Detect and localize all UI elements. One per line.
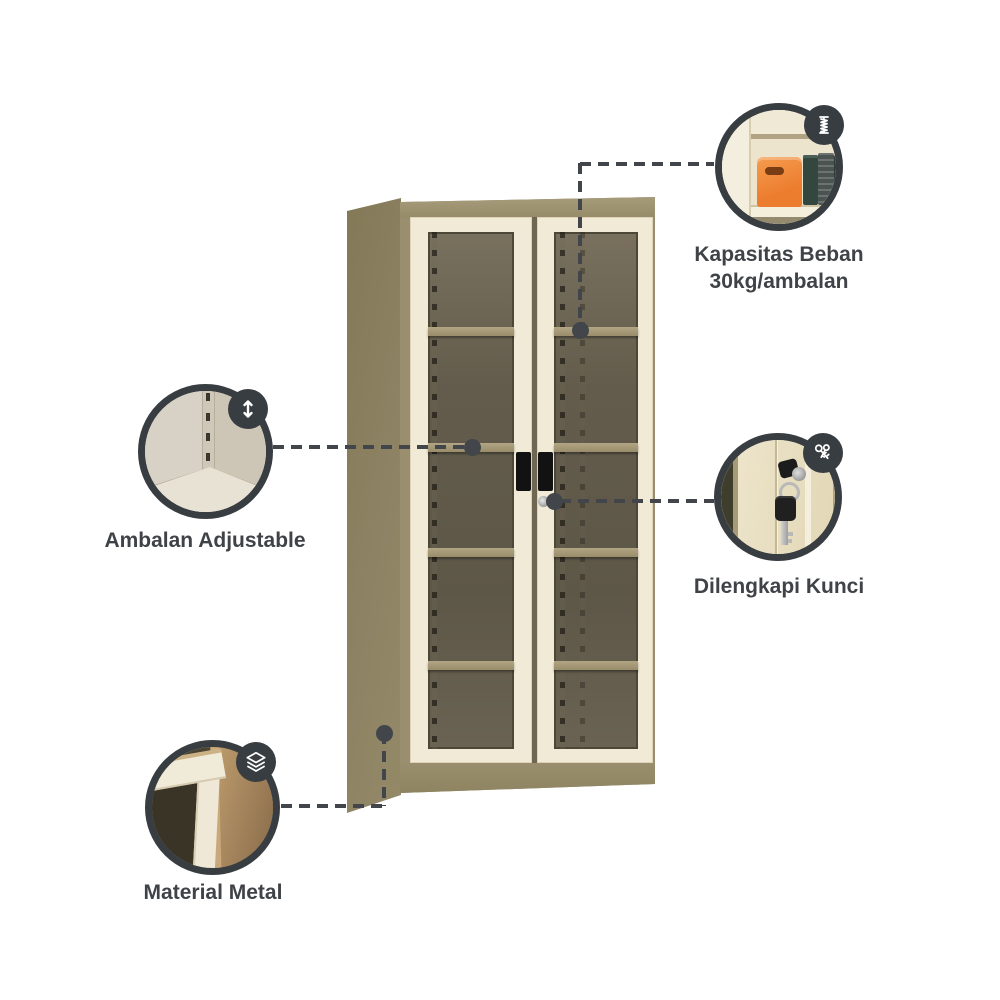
upright-slots — [206, 393, 210, 469]
connector-kapasitas-vertical — [578, 163, 582, 330]
scene-door-frame — [722, 110, 751, 224]
book-spine — [818, 153, 834, 205]
shelf-slot-strip — [560, 232, 565, 749]
lock-cylinder — [792, 467, 806, 481]
scene-highlight — [805, 440, 811, 554]
left-door-glass — [428, 232, 514, 749]
label-ambalan: Ambalan Adjustable — [85, 527, 325, 554]
marker-dot-kapasitas — [572, 322, 589, 339]
connector-kapasitas-horizontal — [580, 162, 714, 166]
ambalan-scene — [145, 391, 266, 512]
badge-ambalan — [228, 389, 268, 429]
keys-icon — [810, 440, 836, 466]
badge-kunci — [803, 433, 843, 473]
book-spine — [803, 155, 818, 205]
scene-frame-edge — [733, 440, 738, 554]
label-material-text: Material Metal — [143, 881, 283, 904]
shelf — [428, 661, 514, 670]
label-material: Material Metal — [93, 879, 333, 906]
connector-material-vertical — [382, 733, 386, 806]
shelf — [554, 327, 638, 336]
label-kapasitas-line1: Kapasitas Beban — [694, 243, 864, 266]
cabinet-right-door — [537, 217, 653, 763]
label-ambalan-text: Ambalan Adjustable — [104, 529, 306, 552]
door-lock — [538, 496, 549, 507]
hanging-key-shaft — [781, 521, 788, 545]
layers-icon — [243, 749, 269, 775]
shelf — [554, 548, 638, 557]
scene-shelf-shadow — [742, 217, 836, 224]
door-meeting-gap — [532, 217, 537, 763]
orange-storage-box — [757, 157, 802, 207]
right-door-handle — [538, 452, 553, 491]
right-door-glass — [554, 232, 638, 749]
box-handle-slot — [765, 167, 784, 175]
badge-material — [236, 742, 276, 782]
scene-right-edge — [833, 440, 835, 554]
hanging-key-head — [775, 496, 796, 521]
shelf — [428, 327, 514, 336]
kapasitas-scene — [722, 110, 836, 224]
left-door-handle — [516, 452, 531, 491]
spring-weight-icon — [812, 113, 836, 137]
marker-dot-kunci — [546, 493, 563, 510]
label-kapasitas: Kapasitas Beban 30kg/ambalan — [669, 241, 889, 295]
shelf — [428, 548, 514, 557]
marker-dot-ambalan — [464, 439, 481, 456]
shelf-slot-strip — [432, 232, 437, 749]
shelf-slot-strip — [580, 232, 585, 749]
cabinet-front-face — [400, 197, 655, 793]
connector-kunci — [560, 499, 714, 503]
connector-ambalan — [273, 445, 465, 449]
shelf — [554, 443, 638, 452]
scene-opening — [152, 781, 200, 868]
label-kunci: Dilengkapi Kunci — [669, 573, 889, 600]
callout-circle-ambalan — [138, 384, 273, 519]
shelf — [554, 661, 638, 670]
key-tooth — [788, 532, 793, 536]
material-scene — [152, 747, 273, 868]
arrow-up-down-icon — [236, 397, 260, 421]
label-kunci-text: Dilengkapi Kunci — [693, 575, 865, 598]
connector-material-horizontal — [281, 804, 385, 808]
cabinet-base — [400, 760, 655, 793]
cabinet-side-panel — [347, 198, 401, 813]
marker-dot-material — [376, 725, 393, 742]
key-tooth — [788, 539, 792, 543]
book-spine — [834, 155, 836, 205]
label-kapasitas-line2: 30kg/ambalan — [709, 270, 849, 293]
cabinet-left-door — [410, 217, 532, 763]
badge-kapasitas — [804, 105, 844, 145]
cabinet-top-rail — [400, 197, 655, 218]
scene-glass-edge — [721, 440, 733, 554]
